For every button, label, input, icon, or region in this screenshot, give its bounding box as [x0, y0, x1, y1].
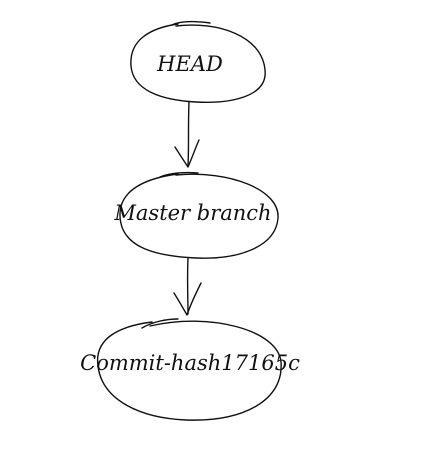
master-branch-node: Master branch	[113, 171, 279, 259]
head-node-outline	[130, 23, 266, 103]
commit-node: Commit-hash17165c	[80, 318, 300, 421]
edge-head-to-master	[174, 101, 200, 168]
head-node-label: HEAD	[156, 52, 223, 76]
commit-node-label: Commit-hash17165c	[80, 351, 300, 375]
master-branch-node-outline-overlap	[159, 171, 199, 178]
master-branch-node-outline	[119, 173, 279, 259]
head-node: HEAD	[130, 20, 266, 103]
master-branch-node-label: Master branch	[113, 201, 271, 225]
commit-node-outline	[96, 320, 282, 421]
edge-master-to-commit-arrowhead	[173, 282, 202, 316]
head-node-outline-overlap	[171, 20, 211, 26]
edge-head-to-master-arrowhead	[174, 139, 200, 168]
edge-head-to-master-line	[187, 101, 190, 167]
commit-node-outline-overlap	[141, 318, 179, 329]
edge-master-to-commit	[173, 257, 202, 316]
